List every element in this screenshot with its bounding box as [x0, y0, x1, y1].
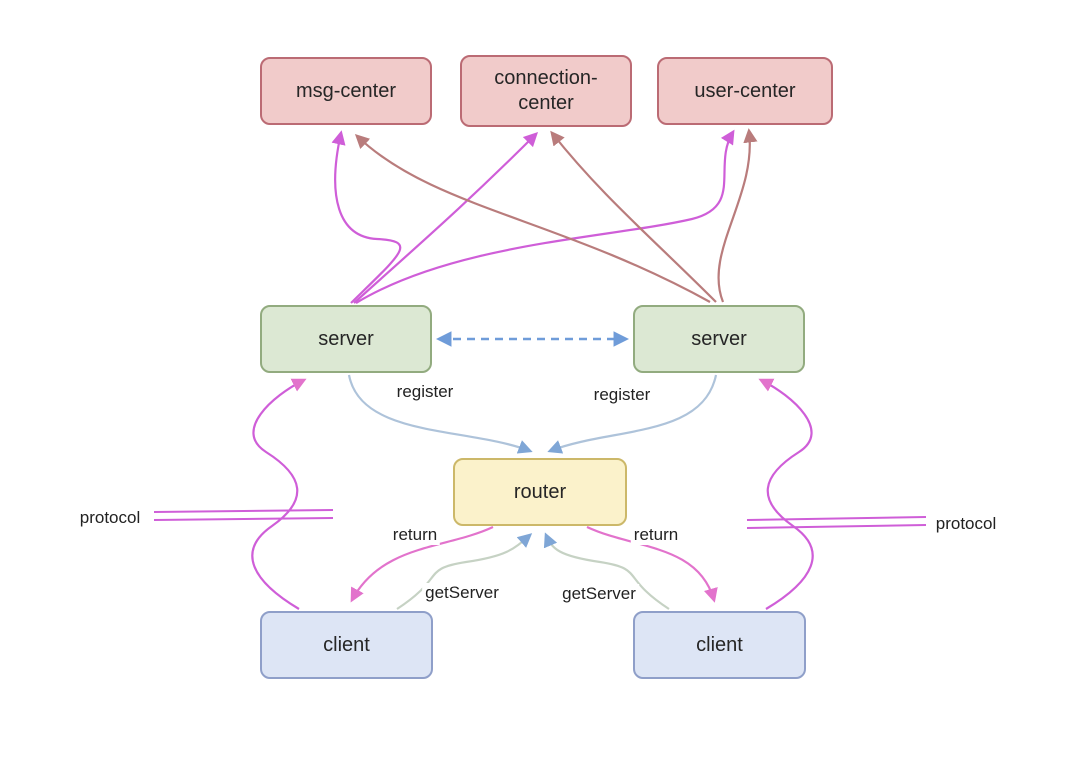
edge-return-left [350, 526, 494, 603]
node-server-left: server [260, 305, 432, 373]
node-msg-center-label: msg-center [295, 79, 397, 102]
node-server-right: server [633, 305, 805, 373]
node-router-label: router [513, 480, 567, 503]
protocol-double-line-left-2 [153, 517, 334, 521]
edge-server-right-to-user-center [717, 128, 758, 303]
node-client-right: client [633, 611, 806, 679]
edge-label-getserver-left: getServer [422, 583, 502, 603]
node-connection-center: connection-center [460, 55, 632, 127]
edge-label-return-right: return [630, 525, 682, 545]
node-connection-center-label: connection-center [494, 67, 598, 114]
protocol-double-line-right-1 [746, 516, 927, 521]
edge-register-right [547, 374, 718, 454]
node-router: router [453, 458, 627, 526]
protocol-double-line-right-2 [746, 524, 927, 529]
node-client-right-label: client [696, 633, 743, 656]
edge-label-return-left: return [389, 525, 441, 545]
edge-server-left-to-connection-center [353, 131, 539, 304]
edge-server-left-to-user-center [355, 129, 735, 304]
edge-server-right-to-connection-center [550, 130, 717, 303]
edge-server-right-to-msg-center [354, 134, 711, 303]
edge-label-getserver-right: getServer [559, 584, 639, 604]
edge-label-register-right: register [590, 385, 654, 405]
edge-getserver-right [543, 532, 670, 610]
node-client-left: client [260, 611, 433, 679]
node-server-right-label: server [691, 327, 747, 350]
edge-server-left-to-msg-center [331, 130, 402, 304]
node-user-center: user-center [657, 57, 833, 125]
edge-protocol-right [758, 378, 814, 610]
node-client-left-label: client [323, 633, 370, 656]
node-msg-center: msg-center [260, 57, 432, 125]
edge-label-protocol-left: protocol [76, 508, 144, 528]
edge-protocol-left [251, 378, 307, 610]
node-server-left-label: server [318, 327, 374, 350]
node-user-center-label: user-center [694, 79, 796, 102]
edge-return-right [586, 526, 718, 603]
protocol-double-line-left-1 [153, 509, 334, 513]
edge-label-register-left: register [393, 382, 457, 402]
edge-label-protocol-right: protocol [932, 514, 1000, 534]
edge-register-left [347, 374, 533, 454]
